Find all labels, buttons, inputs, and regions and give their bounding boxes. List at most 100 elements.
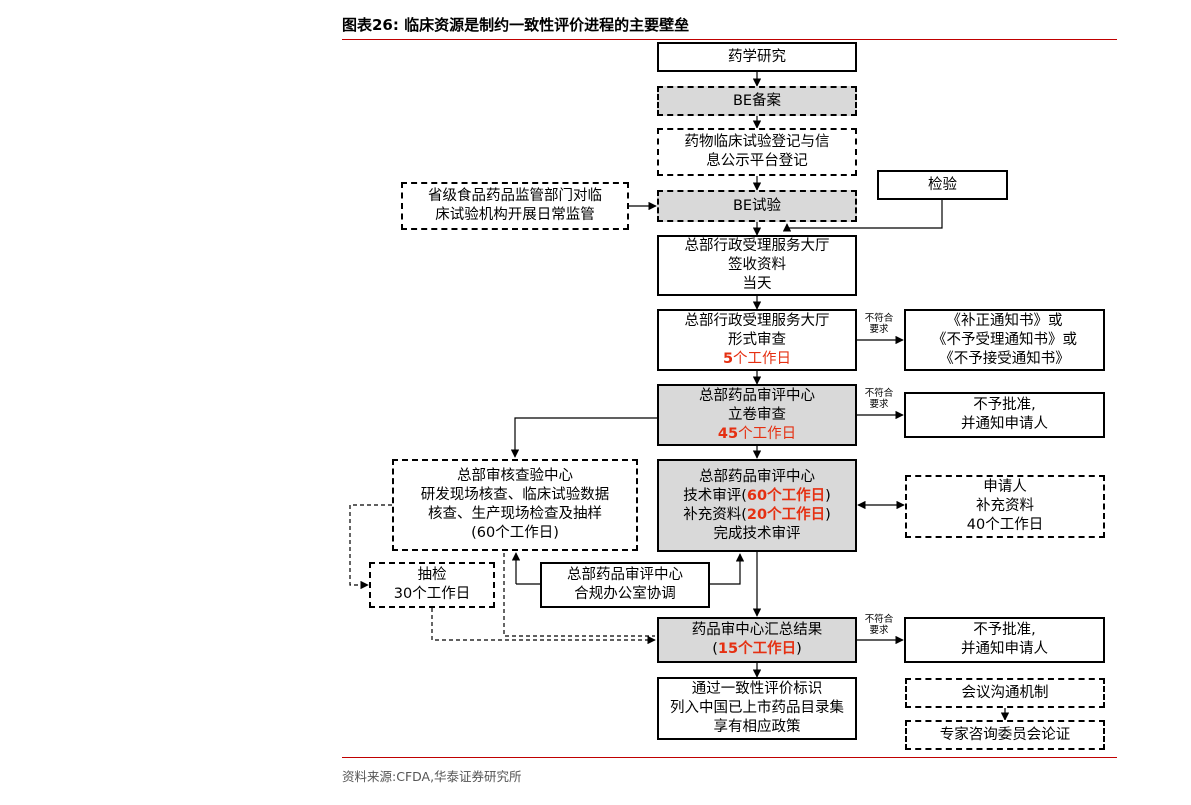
node-formal-review-days: 5 bbox=[722, 350, 734, 367]
node-be-filing: BE备案 bbox=[657, 86, 857, 116]
node-formal-review-line2: 形式审查 bbox=[728, 331, 786, 348]
node-technical-review-supp: 补充资料(20个工作日) bbox=[683, 506, 831, 525]
edge-label-not-compliant-3-line2: 要求 bbox=[869, 625, 889, 636]
edge-label-not-compliant-3: 不符合 要求 bbox=[859, 614, 899, 636]
node-filing-review-line2: 立卷审查 bbox=[728, 406, 786, 423]
node-summary-days: 15个工作日 bbox=[717, 641, 797, 657]
node-compliance-office: 总部药品审评中心 合规办公室协调 bbox=[540, 562, 710, 608]
node-filing-review-duration: 45个工作日 bbox=[718, 425, 796, 444]
node-formal-result-line1: 《补正通知书》或 bbox=[946, 312, 1063, 329]
node-technical-review-tech: 技术审评(60个工作日) bbox=[683, 487, 831, 506]
node-technical-review-tech-suffix: ) bbox=[825, 487, 831, 504]
node-pass: 通过一致性评价标识 列入中国已上市药品目录集 享有相应政策 bbox=[657, 677, 857, 740]
node-reject-1-line2: 并通知申请人 bbox=[961, 416, 1048, 432]
node-formal-review-unit: 个工作日 bbox=[733, 350, 792, 367]
node-formal-result: 《补正通知书》或 《不予受理通知书》或 《不予接受通知书》 bbox=[904, 309, 1105, 371]
node-filing-review-unit: 个工作日 bbox=[738, 425, 797, 442]
node-verification-center-line1: 总部审核查验中心 bbox=[457, 468, 573, 484]
node-filing-review-days: 45 bbox=[717, 425, 739, 442]
node-trial-registration-line2: 息公示平台登记 bbox=[706, 153, 808, 169]
node-applicant-supplement-line1: 申请人 bbox=[983, 479, 1027, 495]
node-technical-review-line4: 完成技术审评 bbox=[713, 525, 801, 542]
arrow-compliance-to-technical-review bbox=[710, 553, 745, 585]
node-technical-review-supp-prefix: 补充资料( bbox=[683, 506, 747, 523]
node-meeting-label: 会议沟通机制 bbox=[961, 684, 1049, 701]
node-reject-1-line1: 不予批准, bbox=[973, 397, 1036, 413]
node-pass-line1: 通过一致性评价标识 bbox=[691, 681, 823, 697]
node-summary: 药品审中心汇总结果 (15个工作日) bbox=[657, 617, 857, 663]
node-technical-review: 总部药品审评中心 技术审评(60个工作日) 补充资料(20个工作日) 完成技术审… bbox=[657, 459, 857, 552]
edge-label-not-compliant-2: 不符合 要求 bbox=[859, 388, 899, 410]
node-summary-line1: 药品审中心汇总结果 bbox=[691, 622, 823, 638]
node-trial-registration-line1: 药物临床试验登记与信 bbox=[684, 134, 830, 150]
node-provincial-supervision-line2: 床试验机构开展日常监管 bbox=[435, 207, 595, 223]
node-verification-center-line4: (60个工作日) bbox=[471, 525, 559, 541]
node-technical-review-tech-days: 60个工作日 bbox=[746, 487, 826, 504]
node-pass-line2: 列入中国已上市药品目录集 bbox=[670, 700, 844, 716]
node-inspection: 检验 bbox=[877, 170, 1008, 200]
node-technical-review-line1: 总部药品审评中心 bbox=[699, 468, 815, 485]
node-filing-review-line1: 总部药品审评中心 bbox=[699, 387, 815, 404]
node-reject-2-line1: 不予批准, bbox=[973, 622, 1036, 638]
arrow-inspection-to-be-trial bbox=[782, 200, 943, 232]
edge-label-not-compliant-3-line1: 不符合 bbox=[864, 614, 894, 625]
node-reject-1: 不予批准, 并通知申请人 bbox=[904, 392, 1105, 438]
edge-label-not-compliant-2-line2: 要求 bbox=[869, 399, 889, 410]
node-receipt: 总部行政受理服务大厅 签收资料 当天 bbox=[657, 235, 857, 296]
node-technical-review-supp-days: 20个工作日 bbox=[746, 506, 826, 523]
node-be-trial: BE试验 bbox=[657, 190, 857, 222]
node-drug-research-label: 药学研究 bbox=[728, 48, 786, 65]
node-sampling-line2: 30个工作日 bbox=[393, 586, 471, 602]
edge-label-not-compliant-1-line1: 不符合 bbox=[864, 313, 894, 324]
dashed-verification-to-summary bbox=[503, 553, 655, 637]
node-pass-line3: 享有相应政策 bbox=[713, 719, 801, 735]
node-drug-research: 药学研究 bbox=[657, 42, 857, 72]
source-note: 资料来源:CFDA,华泰证券研究所 bbox=[342, 769, 522, 784]
edge-label-not-compliant-1-line2: 要求 bbox=[869, 324, 889, 335]
node-filing-review: 总部药品审评中心 立卷审查 45个工作日 bbox=[657, 384, 857, 446]
node-receipt-line1: 总部行政受理服务大厅 bbox=[684, 238, 830, 254]
node-applicant-supplement-line2: 补充资料 bbox=[976, 498, 1034, 514]
node-formal-review-line1: 总部行政受理服务大厅 bbox=[684, 312, 830, 329]
node-verification-center: 总部审核查验中心 研发现场核查、临床试验数据 核查、生产现场检查及抽样 (60个… bbox=[392, 459, 638, 551]
node-inspection-label: 检验 bbox=[928, 176, 957, 193]
node-receipt-line2: 签收资料 bbox=[728, 257, 786, 273]
node-applicant-supplement: 申请人 补充资料 40个工作日 bbox=[905, 475, 1105, 538]
node-sampling: 抽检 30个工作日 bbox=[369, 562, 495, 608]
node-trial-registration: 药物临床试验登记与信 息公示平台登记 bbox=[657, 128, 857, 176]
node-be-filing-label: BE备案 bbox=[732, 92, 782, 109]
node-provincial-supervision: 省级食品药品监管部门对临 床试验机构开展日常监管 bbox=[401, 182, 629, 230]
edge-label-not-compliant-1: 不符合 要求 bbox=[859, 313, 899, 335]
node-expert: 专家咨询委员会论证 bbox=[905, 720, 1105, 750]
node-formal-result-line2: 《不予受理通知书》或 bbox=[932, 331, 1077, 348]
dashed-sampling-to-summary bbox=[431, 608, 656, 645]
node-summary-duration: (15个工作日) bbox=[712, 640, 802, 659]
footer-divider bbox=[342, 757, 1117, 758]
node-summary-suffix: ) bbox=[796, 641, 802, 657]
edge-label-not-compliant-2-line1: 不符合 bbox=[864, 388, 894, 399]
page-title: 图表26: 临床资源是制约一致性评价进程的主要壁垒 bbox=[342, 16, 690, 34]
node-receipt-line3: 当天 bbox=[742, 276, 772, 292]
node-reject-2-line2: 并通知申请人 bbox=[961, 641, 1048, 657]
node-be-trial-label: BE试验 bbox=[732, 197, 782, 214]
node-formal-review: 总部行政受理服务大厅 形式审查 5个工作日 bbox=[657, 309, 857, 371]
dashed-verification-to-sampling bbox=[349, 504, 392, 590]
node-provincial-supervision-line1: 省级食品药品监管部门对临 bbox=[428, 188, 602, 204]
node-verification-center-line2: 研发现场核查、临床试验数据 bbox=[420, 487, 610, 503]
node-meeting: 会议沟通机制 bbox=[905, 678, 1105, 708]
node-compliance-office-line2: 合规办公室协调 bbox=[574, 586, 676, 602]
node-compliance-office-line1: 总部药品审评中心 bbox=[567, 567, 683, 583]
node-summary-prefix: ( bbox=[712, 641, 718, 657]
node-technical-review-supp-suffix: ) bbox=[825, 506, 831, 523]
node-applicant-supplement-line3: 40个工作日 bbox=[966, 517, 1044, 533]
node-verification-center-line3: 核查、生产现场检查及抽样 bbox=[428, 506, 602, 522]
arrow-filing-review-to-verification bbox=[510, 417, 657, 458]
node-expert-label: 专家咨询委员会论证 bbox=[939, 726, 1071, 743]
title-divider bbox=[342, 39, 1117, 40]
node-reject-2: 不予批准, 并通知申请人 bbox=[904, 617, 1105, 663]
node-formal-result-line3: 《不予接受通知书》 bbox=[939, 350, 1070, 367]
node-sampling-line1: 抽检 bbox=[417, 567, 447, 583]
node-formal-review-duration: 5个工作日 bbox=[723, 350, 791, 369]
node-technical-review-tech-prefix: 技术审评( bbox=[683, 487, 747, 504]
